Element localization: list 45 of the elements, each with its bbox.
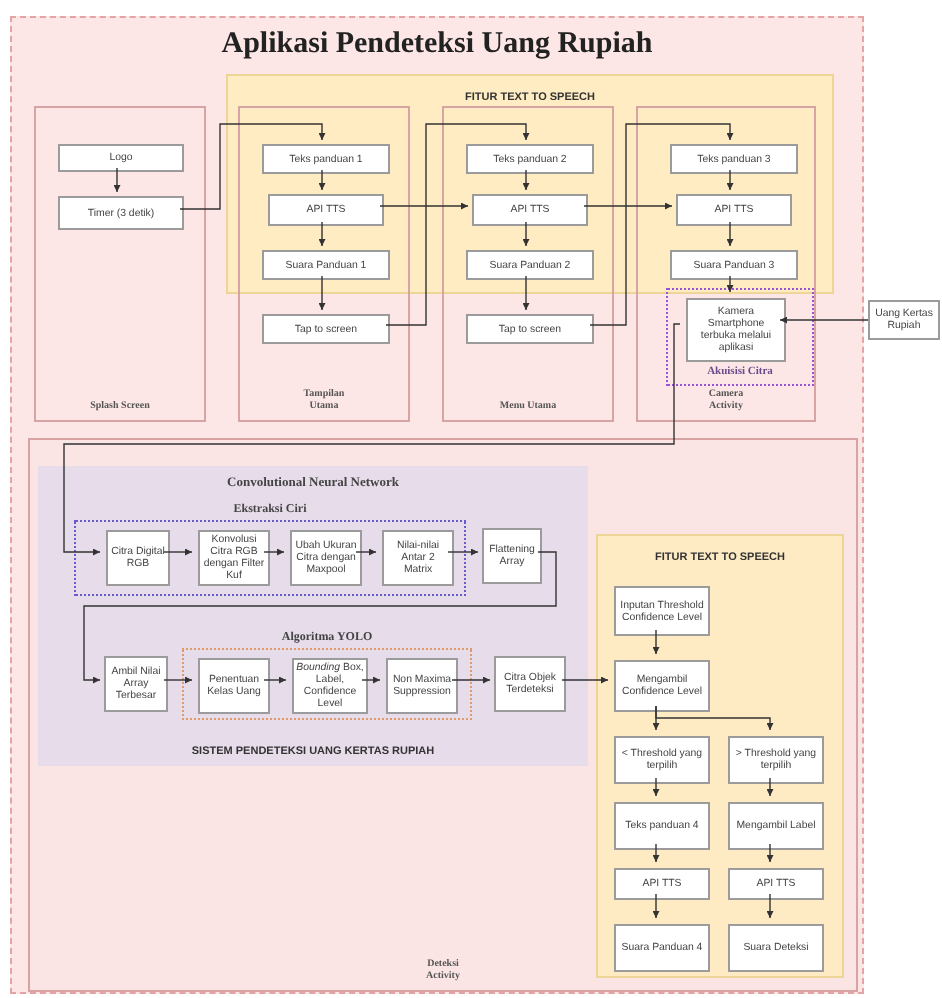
- activity-frame: [28, 438, 858, 992]
- arrow: [726, 275, 734, 293]
- feature-band: [596, 534, 844, 978]
- arrow: [561, 676, 609, 684]
- arrow: [766, 843, 774, 863]
- arrow: [766, 893, 774, 919]
- arrow: [766, 777, 774, 797]
- arrow: [652, 843, 660, 863]
- arrow: [355, 548, 377, 556]
- screen-column: [442, 106, 614, 422]
- arrow: [385, 123, 530, 326]
- arrow: [361, 676, 381, 684]
- arrow: [163, 548, 193, 556]
- arrow: [318, 275, 326, 311]
- arrow: [447, 548, 479, 556]
- arrow: [318, 221, 326, 247]
- app-frame: [10, 16, 864, 994]
- screen-column: [34, 106, 206, 422]
- arrow: [652, 893, 660, 919]
- arrow: [655, 705, 774, 731]
- group-frame: [666, 288, 814, 386]
- arrow: [726, 169, 734, 191]
- system-panel: [38, 466, 588, 766]
- arrow: [113, 167, 121, 193]
- arrow: [522, 169, 530, 191]
- arrow: [179, 123, 326, 210]
- screen-column: [238, 106, 410, 422]
- arrow: [589, 123, 734, 326]
- arrow: [83, 551, 557, 684]
- arrow: [63, 323, 681, 556]
- arrow: [163, 676, 193, 684]
- arrow: [379, 202, 469, 210]
- screen-column: [636, 106, 816, 422]
- arrow: [451, 676, 491, 684]
- arrow: [779, 316, 869, 324]
- arrow: [652, 777, 660, 797]
- arrow: [522, 221, 530, 247]
- arrow: [318, 169, 326, 191]
- arrow: [652, 629, 660, 655]
- arrow: [583, 202, 673, 210]
- arrow: [263, 548, 285, 556]
- arrow: [522, 275, 530, 311]
- arrow: [726, 221, 734, 247]
- frame-heading: Aplikasi Pendeteksi Uang Rupiah: [219, 28, 655, 62]
- arrow: [263, 676, 287, 684]
